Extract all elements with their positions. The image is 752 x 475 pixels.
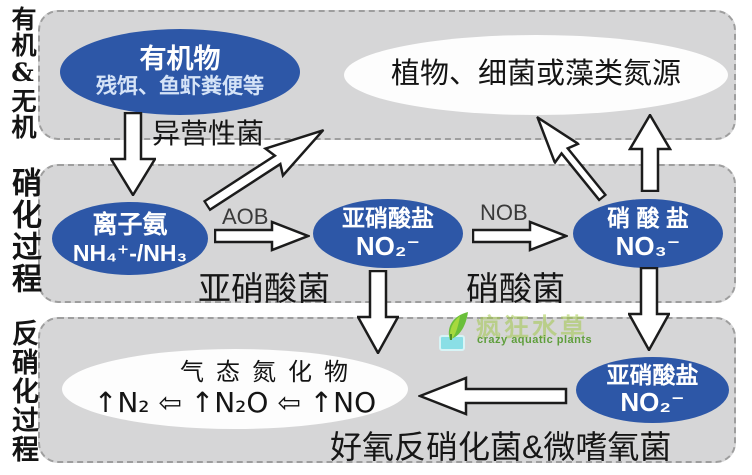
label-aob: AOB bbox=[222, 204, 269, 229]
left-arrow-icon bbox=[418, 376, 568, 416]
side-label-denitrification: 反硝化过程 bbox=[7, 319, 38, 464]
node-ionic-ammonia: 离子氨 NH₄⁺-/NH₃ bbox=[52, 202, 208, 275]
node-nitrite: 亚硝酸盐 NO₂⁻ bbox=[313, 199, 463, 268]
node-nitrate: 硝 酸 盐 NO₃⁻ bbox=[573, 199, 723, 268]
node-nitrogen-sink: 植物、细菌或藻类氮源 bbox=[344, 35, 728, 115]
node-organic-matter: 有机物 残饵、鱼虾粪便等 bbox=[60, 29, 300, 115]
diagonal-arrow-icon bbox=[535, 114, 608, 202]
node-gaseous-nitrogen: 气态氮化物 ↑N₂ ⇦ ↑N₂O ⇦ ↑NO bbox=[62, 349, 408, 429]
node-nitrite-denitrification: 亚硝酸盐 NO₂⁻ bbox=[576, 357, 729, 423]
side-label-nitrification: 硝化过程 bbox=[6, 167, 41, 295]
up-arrow-icon bbox=[628, 114, 672, 192]
label-heterotrophic-bacteria: 异营性菌 bbox=[152, 118, 265, 149]
down-arrow-icon bbox=[628, 267, 670, 351]
watermark-brand-cn: 疯狂水草 bbox=[476, 314, 589, 342]
watermark-brand-en: crazy aquatic plants bbox=[477, 334, 593, 346]
label-aerobic-denitrifying-bacteria: 好氧反硝化菌&微嗜氧菌 bbox=[330, 429, 672, 465]
down-arrow-icon bbox=[357, 270, 399, 354]
label-nitrating-bacteria: 硝酸菌 bbox=[466, 270, 565, 307]
down-arrow-icon bbox=[110, 112, 156, 196]
leaf-icon bbox=[439, 312, 468, 351]
diagonal-arrow-icon bbox=[202, 127, 327, 212]
side-label-organic-inorganic: 有机&无机 bbox=[8, 6, 37, 140]
label-nob: NOB bbox=[480, 200, 528, 225]
right-arrow-icon bbox=[214, 220, 310, 252]
right-arrow-icon bbox=[472, 220, 568, 252]
label-nitrosating-bacteria: 亚硝酸菌 bbox=[198, 270, 330, 307]
